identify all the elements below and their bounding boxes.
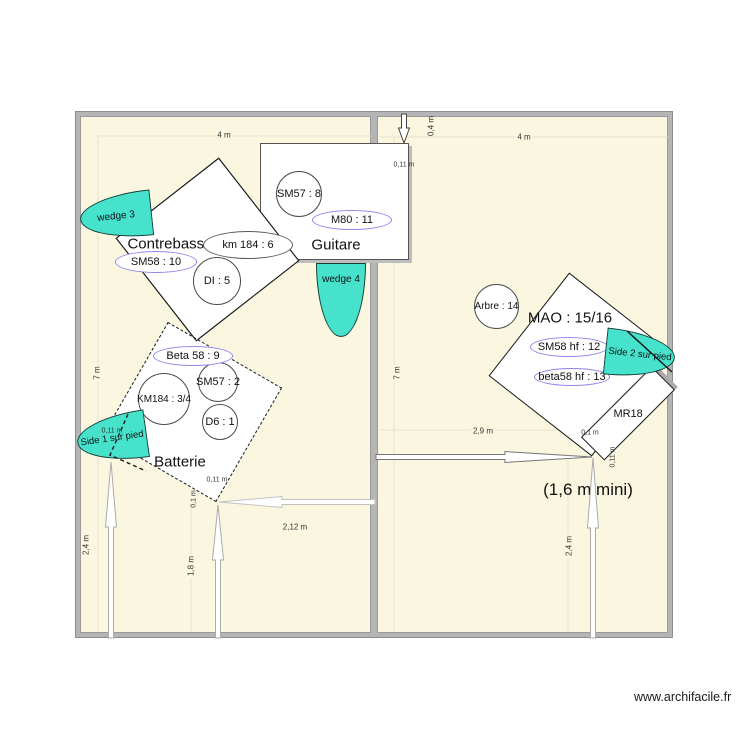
mic-arbre-label: Arbre : 14 [474,301,519,312]
mic-sm57-guitare[interactable]: SM57 : 8 [276,171,322,217]
dim-side1-offset: 0,11 m [101,427,123,435]
wedge-4-label: wedge 4 [322,274,360,285]
mic-beta58-batterie-label: Beta 58 : 9 [166,350,220,362]
mic-km184-contrebasse[interactable]: km 184 : 6 [203,231,293,259]
guitare-label: Guitare [311,236,361,254]
mic-m80-label: M80 : 11 [331,214,373,226]
dim-side1-floor: 2,4 m [81,534,91,556]
mic-d6-label: D6 : 1 [205,416,235,428]
dim-room-left-width: 4 m [215,130,233,140]
contrebasse-label: Contrebasse [127,235,213,253]
mic-sm58-hf[interactable]: SM58 hf : 12 [530,337,608,357]
mic-sm57-batterie-label: SM57 : 2 [195,376,241,388]
mic-d6[interactable]: D6 : 1 [202,404,238,440]
dim-guitare-offset: 0,11 m [393,161,415,169]
min-clearance-note: (1,6 m mini) [543,480,633,499]
mic-beta58-hf[interactable]: beta58 hf : 13 [534,368,610,386]
dim-top-gap: 0,4 m [426,115,436,137]
mic-sm57-batterie[interactable]: SM57 : 2 [195,362,241,402]
mic-km184-overheads-label: KM184 : 3/4 [137,393,191,405]
dim-mao-floor: 2,4 m [564,533,574,559]
mic-sm57-guitare-label: SM57 : 8 [276,188,322,200]
mic-arbre[interactable]: Arbre : 14 [474,284,519,329]
dim-room-left-height: 7 m [92,364,102,382]
dim-mao-corner: 0,1 m [581,429,599,437]
dim-batterie-wall: 2,12 m [282,522,308,532]
mr18-label: MR18 [613,407,643,420]
dim-batterie-floor: 1,8 m [186,553,196,579]
mic-km184-contrebasse-label: km 184 : 6 [222,239,274,251]
wedge-3-label: wedge 3 [96,208,136,224]
dim-room-right-width: 4 m [515,132,533,142]
mic-m80[interactable]: M80 : 11 [312,210,392,230]
mic-km184-overheads[interactable]: KM184 : 3/4 [137,373,191,425]
side-2-label: Side 2 sur pied [607,345,673,364]
mao-label: MAO : 15/16 [527,309,613,327]
dim-mao-wall: 2,9 m [470,426,496,436]
dim-mao-offset: 0,11 m [609,446,617,468]
dim-room-right-height: 7 m [392,364,402,382]
dim-batterie-offset: 0,11 m [206,476,228,484]
mic-sm58-contrebasse-label: SM58 : 10 [130,256,182,268]
batterie-label: Batterie [154,453,206,471]
mic-di-label: DI : 5 [203,275,231,287]
mic-sm58-contrebasse[interactable]: SM58 : 10 [115,251,197,273]
dim-batterie-corner: 0,1 m [190,490,198,508]
mic-beta58-batterie[interactable]: Beta 58 : 9 [153,346,233,366]
mic-beta58-hf-label: beta58 hf : 13 [538,371,606,383]
mic-sm58-hf-label: SM58 hf : 12 [537,341,601,353]
watermark: www.archifacile.fr [634,690,732,704]
mic-di[interactable]: DI : 5 [193,257,241,305]
